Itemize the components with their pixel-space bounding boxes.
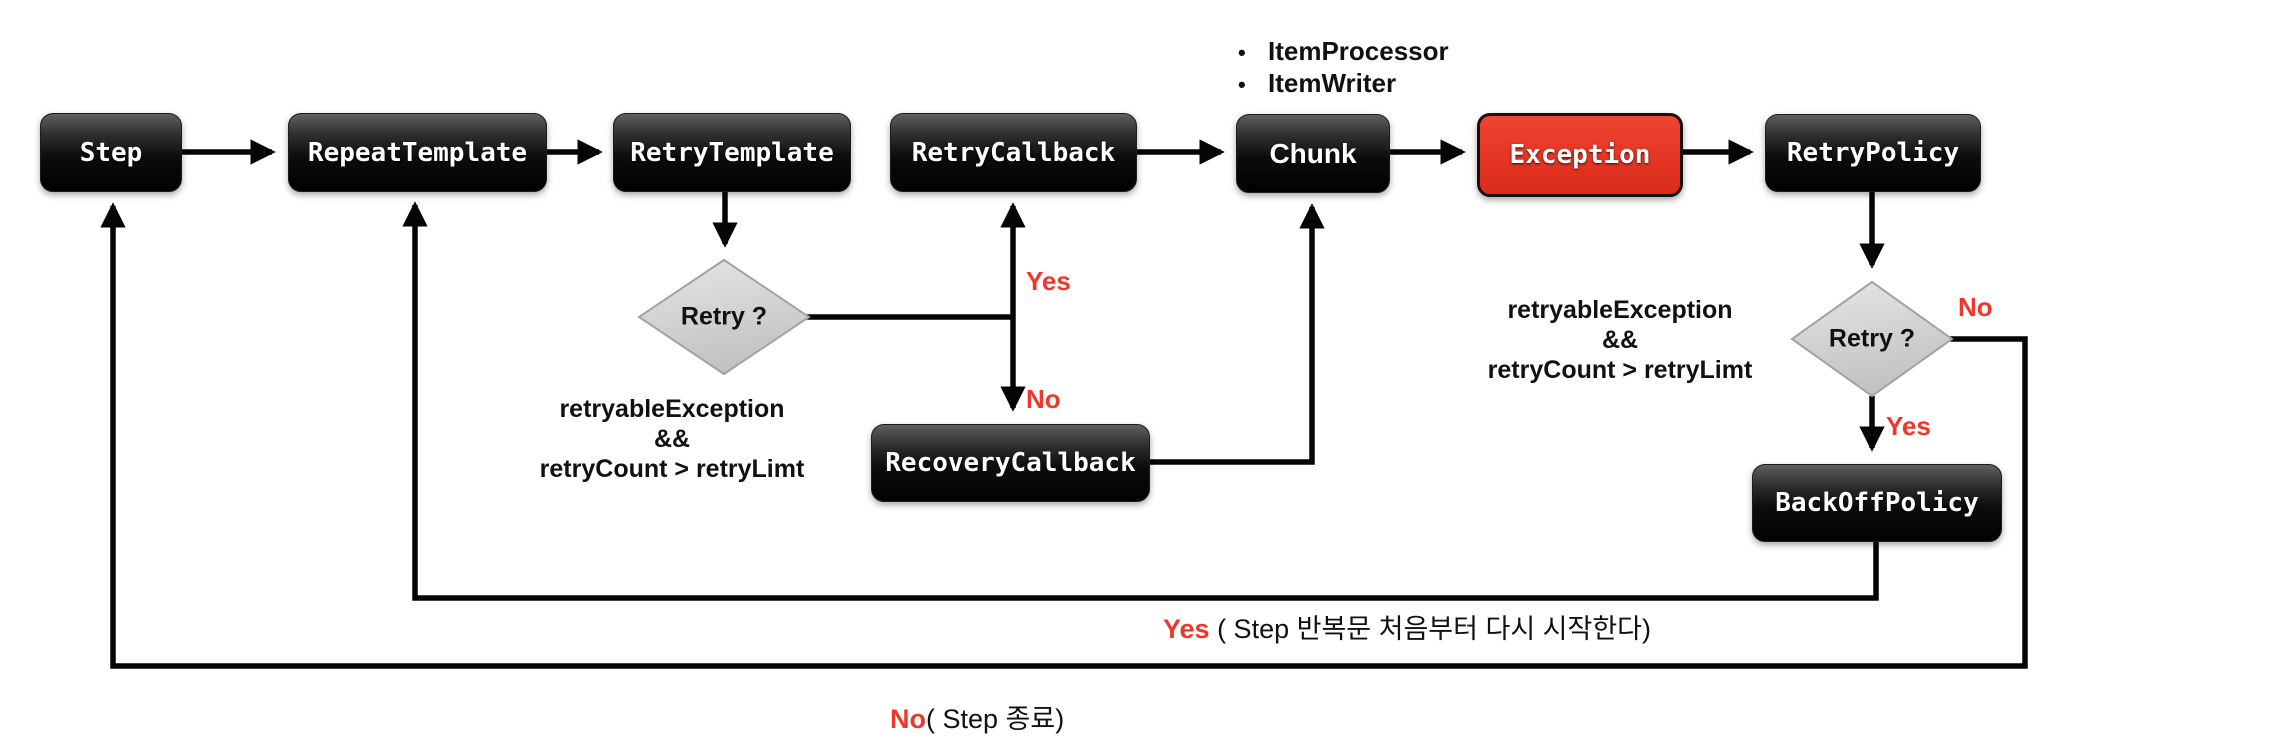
node-retry-callback: RetryCallback <box>890 113 1137 192</box>
node-retry-template: RetryTemplate <box>613 113 851 192</box>
label-retry-right-no: No <box>1958 292 1993 322</box>
condition-line: && <box>653 425 691 453</box>
retry-condition-right: retryableException && retryCount > retry… <box>1460 295 1780 385</box>
node-recovery-callback: RecoveryCallback <box>871 424 1150 502</box>
retry-decision-left-label: Retry ? <box>680 302 768 331</box>
label-loop-restart-text: ( Step 반복문 처음부터 다시 시작한다) <box>1209 614 1652 644</box>
condition-line: retryCount > retryLimt <box>1487 356 1753 384</box>
node-retry-policy: RetryPolicy <box>1765 114 1981 192</box>
condition-line: retryableException <box>559 395 785 423</box>
edge-retry2-no-return-to-step <box>100 202 2028 669</box>
label-retry-left-no: No <box>1026 384 1061 414</box>
edge-backoff-yes-return-to-repeattemplate <box>402 201 1879 601</box>
condition-line: retryableException <box>1507 296 1733 324</box>
node-exception: Exception <box>1477 113 1683 197</box>
node-step: Step <box>40 113 182 192</box>
retry-condition-left: retryableException && retryCount > retry… <box>512 394 832 484</box>
bullet-item: • ItemWriter <box>1238 68 1449 100</box>
node-chunk: Chunk <box>1236 114 1390 193</box>
label-step-exit-no: No <box>890 704 926 734</box>
label-retry-right-yes: Yes <box>1886 411 1931 441</box>
retry-decision-left-diamond <box>637 258 811 376</box>
label-step-exit: No( Step 종료) <box>890 697 1064 736</box>
node-backoff-policy: BackOffPolicy <box>1752 464 2002 542</box>
retry-decision-right-label: Retry ? <box>1828 324 1916 353</box>
edge-recoverycallback-to-chunk <box>1148 203 1325 465</box>
label-retry-left-yes: Yes <box>1026 266 1071 296</box>
retry-decision-right-diamond <box>1790 280 1954 398</box>
bullet-item: • ItemProcessor <box>1238 36 1449 68</box>
bullet-dot: • <box>1238 40 1246 65</box>
node-repeat-template: RepeatTemplate <box>288 113 547 192</box>
label-step-exit-text: ( Step 종료) <box>926 704 1065 734</box>
chunk-bullet-list: • ItemProcessor • ItemWriter <box>1238 36 1449 100</box>
label-loop-restart-yes: Yes <box>1163 614 1210 644</box>
condition-line: retryCount > retryLimt <box>539 455 805 483</box>
bullet-item-label: ItemProcessor <box>1268 36 1449 66</box>
bullet-item-label: ItemWriter <box>1268 68 1397 98</box>
label-loop-restart: Yes ( Step 반복문 처음부터 다시 시작한다) <box>1163 607 1651 646</box>
condition-line: && <box>1601 326 1639 354</box>
bullet-dot: • <box>1238 72 1246 97</box>
